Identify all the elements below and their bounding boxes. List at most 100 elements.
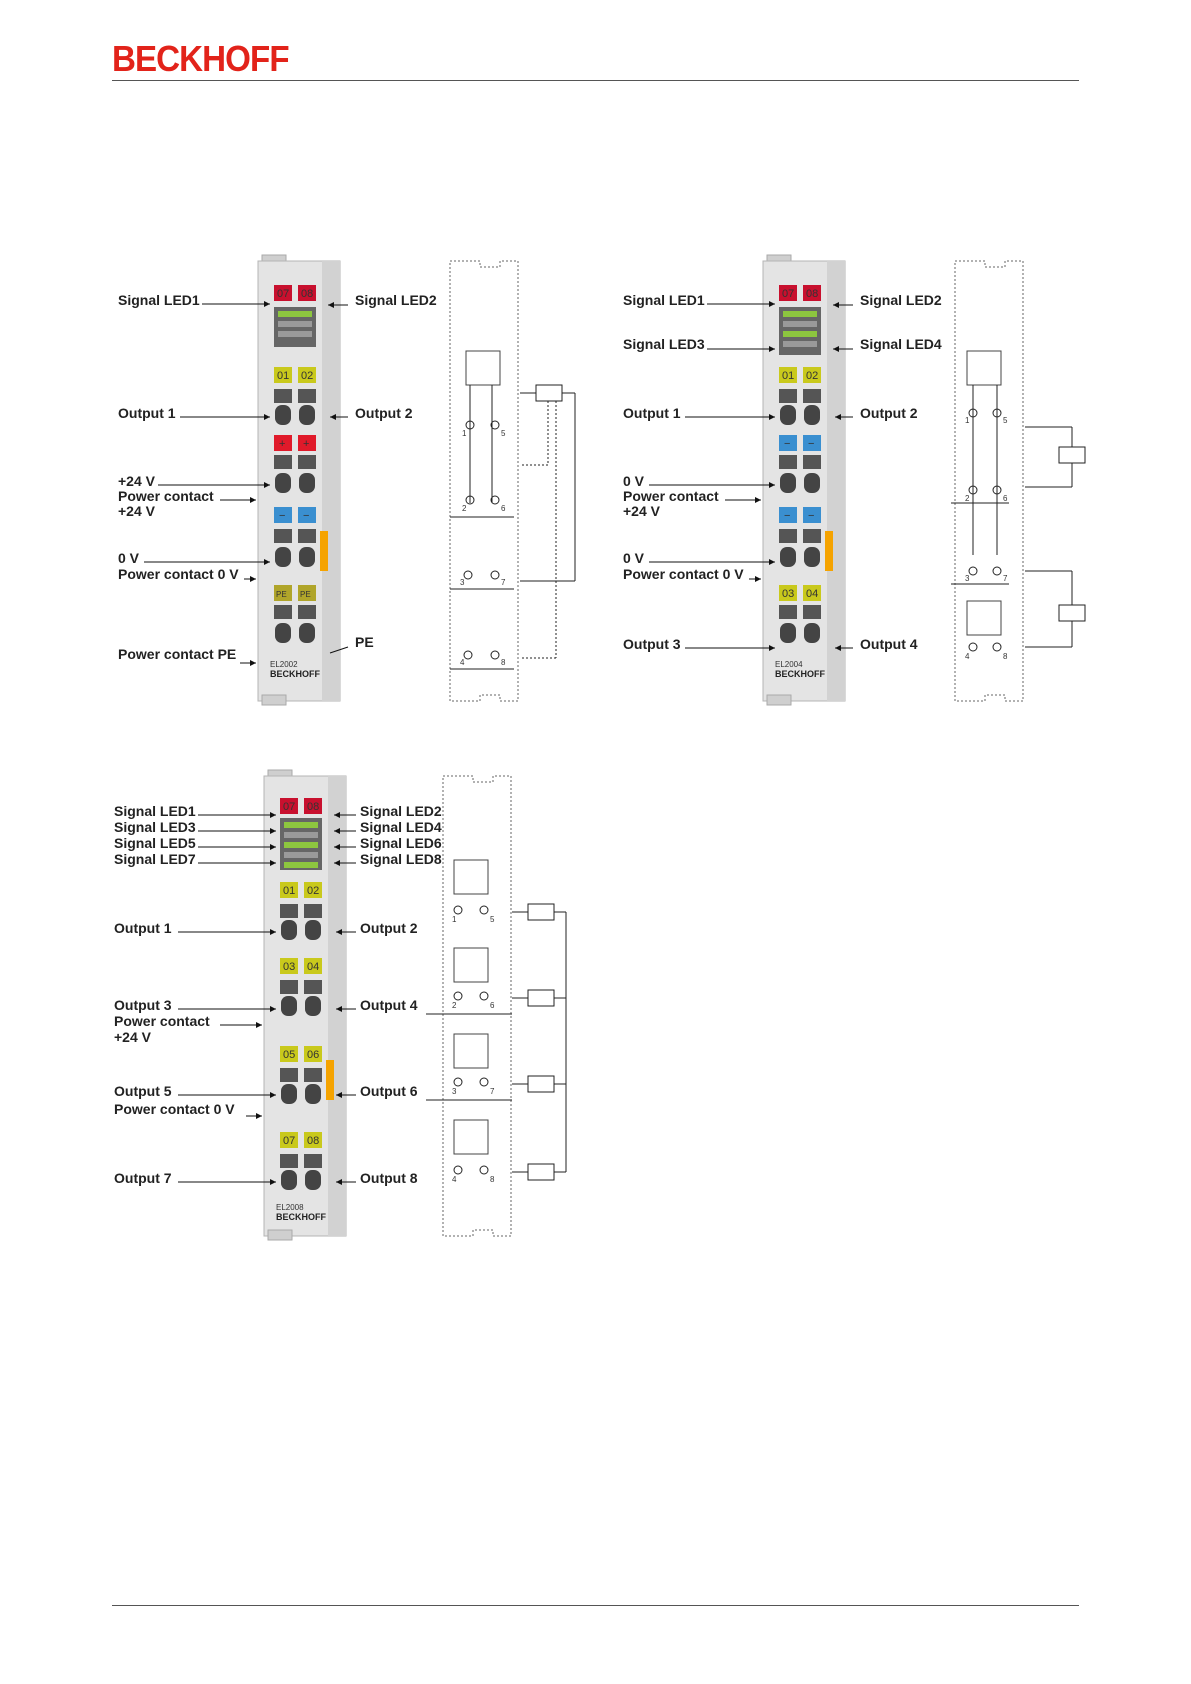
channel-tag: 01 xyxy=(277,370,289,382)
terminal-numbers: 1 5 2 6 3 7 4 8 xyxy=(965,416,1008,661)
svg-text:5: 5 xyxy=(490,915,495,924)
led-box-label: 07 xyxy=(277,288,289,300)
figure-el2004: 07 08 01 02 − − − − 03 04 EL2004 BECKHOF… xyxy=(623,254,1086,706)
svg-text:2: 2 xyxy=(452,1001,457,1010)
label-power-contact-0v: Power contact 0 V xyxy=(623,566,744,582)
module-type: EL2008 xyxy=(276,1203,304,1212)
label-signal-led8: Signal LED8 xyxy=(360,851,442,867)
label-signal-led3: Signal LED3 xyxy=(114,819,196,835)
module-brand: BECKHOFF xyxy=(276,1212,326,1222)
orange-latch xyxy=(326,1060,334,1100)
pe-tag: PE xyxy=(300,590,311,599)
label-signal-led6: Signal LED6 xyxy=(360,835,442,851)
label-power-contact: Power contact xyxy=(114,1013,210,1029)
label-signal-led1: Signal LED1 xyxy=(118,292,200,308)
label-output-2: Output 2 xyxy=(360,920,418,936)
terminal-module: 07 08 01 02 − − − − 03 04 EL2004 BECKHOF… xyxy=(762,254,846,706)
svg-text:7: 7 xyxy=(490,1087,495,1096)
channel-tag: 03 xyxy=(283,961,295,973)
plus-tag: + xyxy=(279,438,285,450)
label-power-contact: Power contact xyxy=(623,488,719,504)
label-output-1: Output 1 xyxy=(118,405,176,421)
svg-text:6: 6 xyxy=(501,504,506,513)
label-power-contact-24v: +24 V xyxy=(114,1029,152,1045)
svg-text:3: 3 xyxy=(965,574,970,583)
label-output-1: Output 1 xyxy=(114,920,172,936)
svg-text:6: 6 xyxy=(490,1001,495,1010)
led-box-label: 08 xyxy=(806,288,818,300)
label-power-contact-pe: Power contact PE xyxy=(118,646,236,662)
svg-text:1: 1 xyxy=(452,915,457,924)
header-rule xyxy=(112,80,1079,81)
led-box-label: 08 xyxy=(301,288,313,300)
brand-logo: BECKHOFF xyxy=(112,38,290,79)
label-output-6: Output 6 xyxy=(360,1083,418,1099)
label-output-4: Output 4 xyxy=(860,636,918,652)
orange-latch xyxy=(320,531,328,571)
label-signal-led3: Signal LED3 xyxy=(623,336,705,352)
svg-text:6: 6 xyxy=(1003,494,1008,503)
minus-tag: − xyxy=(784,510,790,522)
channel-tag: 06 xyxy=(307,1049,319,1061)
channel-tag: 02 xyxy=(301,370,313,382)
svg-text:7: 7 xyxy=(1003,574,1008,583)
svg-text:3: 3 xyxy=(460,578,465,587)
footer-rule xyxy=(112,1605,1079,1606)
svg-text:1: 1 xyxy=(462,429,467,438)
label-pe: PE xyxy=(355,634,374,650)
label-output-8: Output 8 xyxy=(360,1170,418,1186)
label-signal-led5: Signal LED5 xyxy=(114,835,196,851)
svg-text:4: 4 xyxy=(460,658,465,667)
led-box-08 xyxy=(298,285,316,301)
module-brand: BECKHOFF xyxy=(270,669,320,679)
label-signal-led7: Signal LED7 xyxy=(114,851,196,867)
channel-tag: 04 xyxy=(307,961,319,973)
svg-text:4: 4 xyxy=(965,652,970,661)
minus-tag: − xyxy=(303,510,309,522)
label-power-contact-0v: Power contact 0 V xyxy=(114,1101,235,1117)
label-power-contact-0v: Power contact 0 V xyxy=(118,566,239,582)
orange-latch xyxy=(825,531,833,571)
module-type: EL2002 xyxy=(270,660,298,669)
minus-tag: − xyxy=(808,438,814,450)
svg-text:1: 1 xyxy=(965,416,970,425)
minus-tag: − xyxy=(784,438,790,450)
led-box-label: 08 xyxy=(307,801,319,813)
svg-text:4: 4 xyxy=(452,1175,457,1184)
channel-tag: 01 xyxy=(283,885,295,897)
label-power-contact: Power contact xyxy=(118,488,214,504)
wiring-schematic xyxy=(449,260,576,702)
label-signal-led2: Signal LED2 xyxy=(860,292,942,308)
svg-text:7: 7 xyxy=(501,578,506,587)
wiring-schematic xyxy=(426,775,567,1237)
label-output-5: Output 5 xyxy=(114,1083,172,1099)
label-0v: 0 V xyxy=(623,473,645,489)
label-signal-led1: Signal LED1 xyxy=(114,803,196,819)
figure-el2008: 07 08 01 02 03 04 05 06 07 08 EL2008 BEC… xyxy=(114,769,567,1241)
minus-tag: − xyxy=(808,510,814,522)
module-brand: BECKHOFF xyxy=(775,669,825,679)
label-output-3: Output 3 xyxy=(114,997,172,1013)
svg-text:5: 5 xyxy=(501,429,506,438)
label-output-3: Output 3 xyxy=(623,636,681,652)
label-signal-led2: Signal LED2 xyxy=(360,803,442,819)
channel-tag: 05 xyxy=(283,1049,295,1061)
led-box-label: 07 xyxy=(283,801,295,813)
channel-tag: 07 xyxy=(283,1135,295,1147)
figure-el2002: 07 08 01 02 + + − − PE PE xyxy=(118,254,576,706)
label-signal-led4: Signal LED4 xyxy=(360,819,442,835)
svg-text:8: 8 xyxy=(1003,652,1008,661)
svg-text:8: 8 xyxy=(490,1175,495,1184)
terminal-numbers: 1 5 2 6 3 7 4 8 xyxy=(460,429,506,667)
terminal-module: 07 08 01 02 + + − − PE PE xyxy=(257,254,341,706)
minus-tag: − xyxy=(279,510,285,522)
label-0v: 0 V xyxy=(118,550,140,566)
channel-tag: 02 xyxy=(307,885,319,897)
channel-tag: 01 xyxy=(782,370,794,382)
svg-text:2: 2 xyxy=(965,494,970,503)
label-power-contact-24v: +24 V xyxy=(623,503,661,519)
label-0v: 0 V xyxy=(623,550,645,566)
svg-text:8: 8 xyxy=(501,658,506,667)
plus-tag: + xyxy=(303,438,309,450)
channel-tag: 04 xyxy=(806,588,818,600)
